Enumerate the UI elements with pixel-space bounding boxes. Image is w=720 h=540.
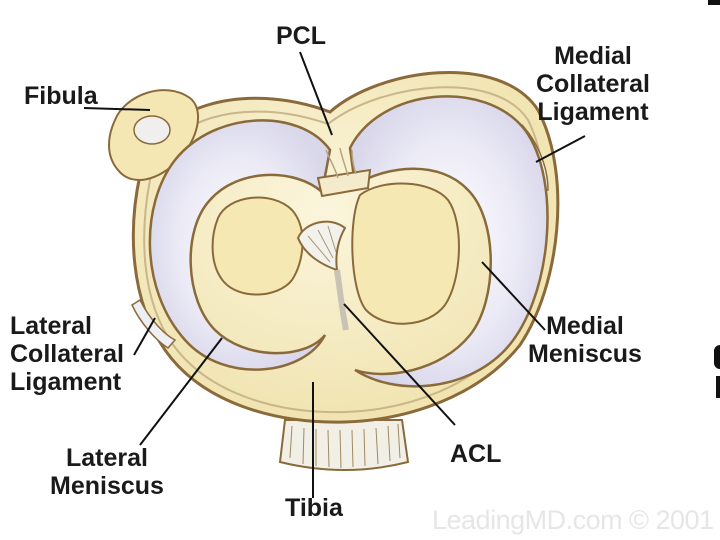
edge-mark-low: [716, 376, 720, 398]
label-acl: ACL: [450, 440, 502, 468]
label-fibula: Fibula: [24, 82, 98, 110]
leader-fibula: [83, 107, 151, 111]
watermark: LeadingMD.com © 2001: [432, 505, 714, 535]
label-mcl: Medial Collateral Ligament: [536, 42, 650, 126]
lateral-collateral-ligament: [131, 298, 177, 349]
lateral-meniscus: [148, 119, 332, 371]
lateral-articular-cartilage: [211, 196, 304, 296]
medial-articular-cartilage: [351, 182, 460, 325]
edge-mark-mid: [714, 345, 720, 369]
label-lcl: Lateral Collateral Ligament: [10, 312, 124, 396]
pcl-ligament: [316, 147, 372, 198]
leader-medial-meniscus: [481, 261, 546, 331]
leader-mcl: [535, 135, 586, 163]
leader-lateral-meniscus: [139, 337, 223, 446]
leader-lines: [83, 51, 586, 498]
label-lateral-meniscus: Lateral Meniscus: [50, 444, 164, 500]
label-tibia: Tibia: [285, 494, 343, 522]
label-pcl: PCL: [276, 22, 326, 50]
tibia-stalk: [278, 419, 410, 471]
medial-meniscus: [348, 95, 549, 388]
label-medial-meniscus: Medial Meniscus: [528, 312, 642, 368]
leader-lcl: [133, 317, 156, 356]
edge-mark-top: [708, 0, 720, 5]
leader-acl: [343, 303, 456, 426]
leader-pcl: [299, 51, 333, 136]
acl-ligament: [296, 220, 349, 331]
